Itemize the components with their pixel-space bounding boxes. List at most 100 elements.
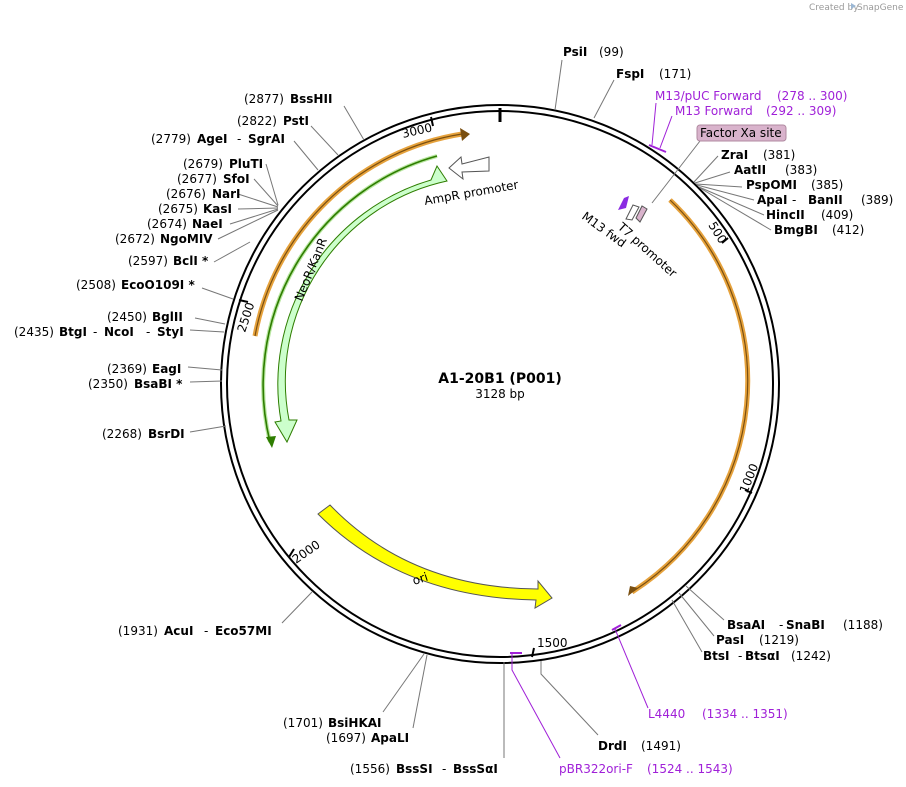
site-sfoi: (2677) SfoI	[177, 172, 250, 186]
site-pasi: PasI (1219)	[678, 592, 799, 647]
site-psii: PsiI (99)	[554, 45, 624, 111]
svg-text:(2822): (2822)	[237, 114, 277, 128]
svg-text:(2508): (2508)	[76, 278, 116, 292]
cds-line-green	[261, 154, 438, 448]
svg-text:(381): (381)	[763, 148, 795, 162]
svg-text:NcoI: NcoI	[104, 325, 134, 339]
svg-text:(1697): (1697)	[326, 731, 366, 745]
svg-text:BssSαI: BssSαI	[453, 762, 498, 776]
svg-text:KasI: KasI	[203, 202, 232, 216]
svg-text:BssHII: BssHII	[290, 92, 332, 106]
svg-text:(1701): (1701)	[283, 716, 323, 730]
svg-text:PsiI: PsiI	[563, 45, 587, 59]
primer-range: (1524 .. 1543)	[647, 762, 733, 776]
neo-kan-feature: NeoR/KanR	[274, 164, 448, 444]
svg-text:ApaLI: ApaLI	[371, 731, 409, 745]
site-ecoo109i: (2508) EcoO109I *	[76, 278, 234, 300]
svg-text:(2597): (2597)	[128, 254, 168, 268]
svg-text:(2268): (2268)	[102, 427, 142, 441]
svg-text:(99): (99)	[599, 45, 624, 59]
svg-text:-: -	[93, 325, 97, 339]
site-naei: (2674) NaeI	[147, 217, 223, 231]
svg-text:(2674): (2674)	[147, 217, 187, 231]
svg-text:ApaI: ApaI	[757, 193, 787, 207]
svg-text:EcoO109I *: EcoO109I *	[121, 278, 195, 292]
svg-text:EagI: EagI	[152, 362, 181, 376]
svg-text:NgoMIV: NgoMIV	[160, 232, 213, 246]
site-bsaai-snabi: BsaAI - SnaBI (1188)	[685, 585, 883, 632]
site-bmgbi: BmgBI (412)	[774, 223, 864, 237]
svg-text:(1931): (1931)	[118, 624, 158, 638]
svg-text:Eco57MI: Eco57MI	[215, 624, 272, 638]
svg-text:BmgBI: BmgBI	[774, 223, 818, 237]
svg-text:(171): (171)	[659, 67, 691, 81]
svg-text:NaeI: NaeI	[192, 217, 223, 231]
svg-text:(1491): (1491)	[641, 739, 681, 753]
svg-text:-: -	[146, 325, 150, 339]
svg-text:BsiHKAI: BsiHKAI	[328, 716, 382, 730]
site-ngomiv: (2672) NgoMIV	[115, 232, 213, 246]
svg-text:(412): (412)	[832, 223, 864, 237]
site-pluti: (2679) PluTI	[183, 157, 263, 171]
svg-text:PstI: PstI	[283, 114, 309, 128]
svg-text:PasI: PasI	[716, 633, 744, 647]
svg-text:HincII: HincII	[766, 208, 805, 222]
site-apali: (1697) ApaLI	[326, 654, 428, 745]
plasmid-name: A1-20B1 (P001)	[438, 371, 561, 387]
svg-text:(385): (385)	[811, 178, 843, 192]
svg-text:(1188): (1188)	[843, 618, 883, 632]
site-psti: (2822) PstI	[237, 114, 339, 156]
svg-text:-: -	[738, 649, 742, 663]
svg-text:BssSI: BssSI	[396, 762, 433, 776]
svg-text:PluTI: PluTI	[229, 157, 263, 171]
site-agei-sgrai: (2779) AgeI - SgrAI	[151, 132, 319, 171]
site-bglii: (2450) BglII	[107, 310, 226, 325]
tick-3000: 3000	[401, 116, 434, 141]
svg-text:(383): (383)	[785, 163, 817, 177]
site-drdi: DrdI (1491)	[540, 661, 681, 753]
primer-m13-puc-forward: M13/pUC Forward (278 .. 300)	[648, 89, 847, 153]
tick-1500: 1500	[531, 636, 568, 658]
plasmid-length: 3128 bp	[475, 387, 525, 401]
svg-text:BglII: BglII	[152, 310, 183, 324]
svg-text:BtgI: BtgI	[59, 325, 87, 339]
svg-text:(1242): (1242)	[791, 649, 831, 663]
svg-text:BtsαI: BtsαI	[745, 649, 780, 663]
primer-range: (292 .. 309)	[766, 104, 836, 118]
svg-text:StyI: StyI	[157, 325, 184, 339]
svg-text:(2877): (2877)	[244, 92, 284, 106]
site-aatii: AatII (383)	[734, 163, 817, 177]
svg-text:-: -	[792, 193, 796, 207]
site-zrai: ZraI (381)	[721, 148, 795, 162]
site-bsihkai: (1701) BsiHKAI	[283, 653, 425, 730]
tick-label-3000: 3000	[401, 120, 434, 141]
svg-text:BtsI: BtsI	[703, 649, 730, 663]
svg-text:(2450): (2450)	[107, 310, 147, 324]
primer-pbr322ori-f: pBR322ori-F (1524 .. 1543)	[510, 652, 733, 776]
primer-l4440: L4440 (1334 .. 1351)	[611, 624, 788, 721]
primer-name: L4440	[648, 707, 685, 721]
site-fspi: FspI (171)	[593, 67, 691, 119]
svg-text:(2677): (2677)	[177, 172, 217, 186]
site-hincii: HincII (409)	[766, 208, 853, 222]
svg-text:(409): (409)	[821, 208, 853, 222]
primer-name: M13/pUC Forward	[655, 89, 762, 103]
site-bsshii: (2877) BssHII	[244, 92, 365, 141]
svg-text:-: -	[237, 132, 241, 146]
neo-kan-label: NeoR/KanR	[292, 236, 330, 303]
svg-text:BclI *: BclI *	[173, 254, 209, 268]
svg-text:FspI: FspI	[616, 67, 644, 81]
svg-text:SfoI: SfoI	[223, 172, 250, 186]
svg-text:(2676): (2676)	[166, 187, 206, 201]
primer-name: M13 Forward	[675, 104, 753, 118]
site-bsssi: (1556) BssSI - BssSαI	[350, 662, 505, 776]
svg-text:(2679): (2679)	[183, 157, 223, 171]
svg-text:-: -	[779, 618, 783, 632]
site-btgi-ncoi-styi: (2435) BtgI - NcoI - StyI	[14, 325, 225, 339]
site-kasi: (2675) KasI	[158, 202, 232, 216]
svg-text:AgeI: AgeI	[197, 132, 227, 146]
site-eagi: (2369) EagI	[107, 362, 223, 376]
svg-text:(1556): (1556)	[350, 762, 390, 776]
tick-label-500: 500	[705, 219, 729, 246]
